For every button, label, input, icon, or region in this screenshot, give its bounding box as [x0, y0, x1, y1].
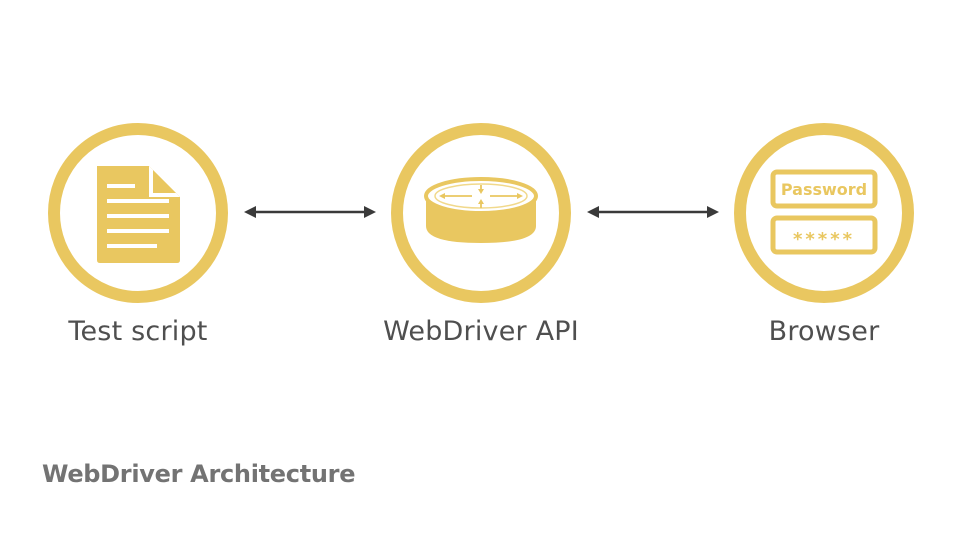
login-form-icon: Password ***** [734, 123, 914, 303]
webdriver-api-label: WebDriver API [383, 316, 579, 347]
document-icon [48, 123, 228, 303]
password-field-label: Password [781, 180, 867, 199]
api-disk-icon [391, 123, 571, 303]
browser-node: Password ***** [733, 122, 915, 304]
bidirectional-arrow-icon [244, 203, 376, 221]
bidirectional-arrow-icon [587, 203, 719, 221]
masked-password-value: ***** [793, 229, 855, 250]
test-script-node [47, 122, 229, 304]
browser-label: Browser [768, 316, 880, 347]
test-script-label: Test script [68, 316, 208, 347]
page-title: WebDriver Architecture [42, 460, 356, 488]
webdriver-api-node [390, 122, 572, 304]
